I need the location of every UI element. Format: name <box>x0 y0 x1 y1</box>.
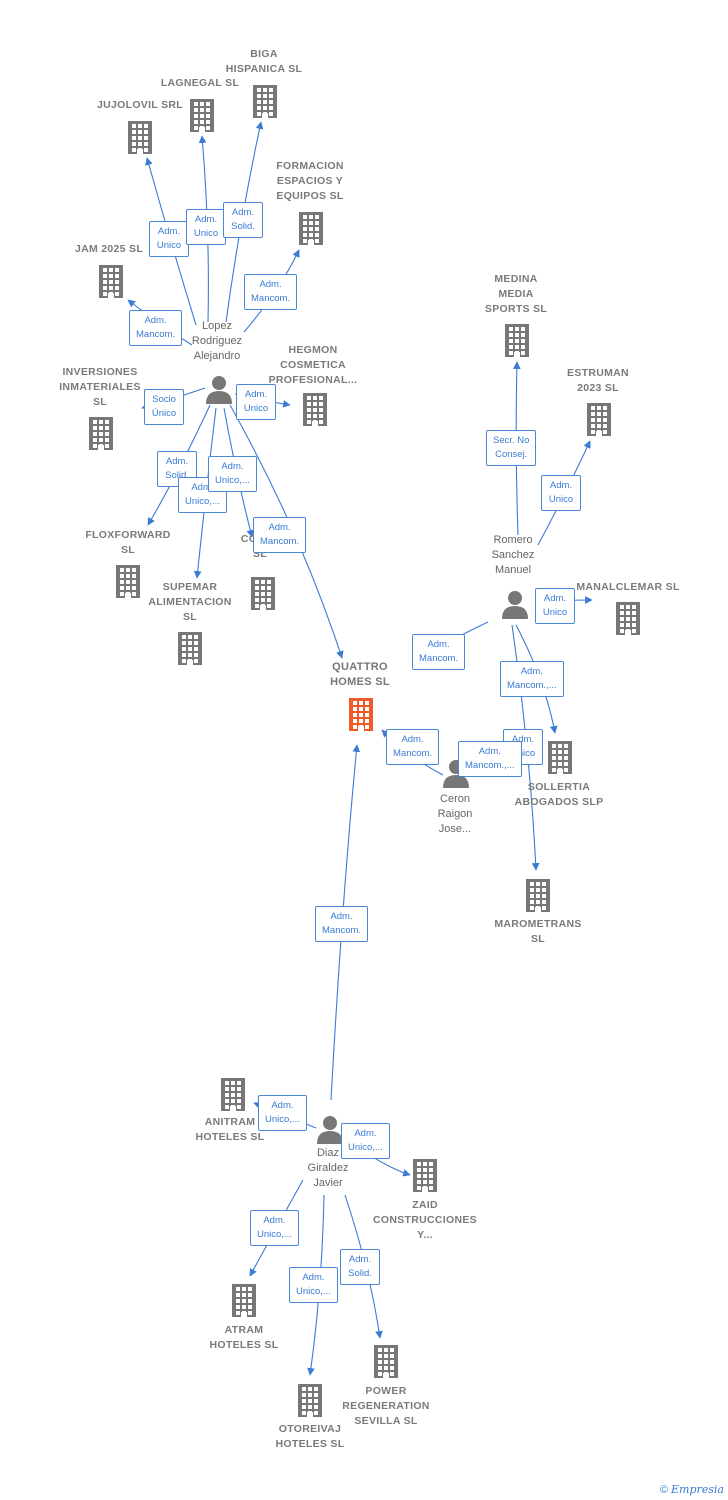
company-jujolovil[interactable]: JUJOLOVIL SRL <box>97 99 183 154</box>
copyright-symbol: © <box>659 1484 668 1496</box>
company-label: SUPEMAR ALIMENTACION SL <box>148 581 232 623</box>
building-icon <box>523 878 553 912</box>
company-label: FLOXFORWARD SL <box>85 529 171 556</box>
building-icon <box>125 120 155 154</box>
role-badge[interactable]: Adm. Unico <box>186 209 226 245</box>
role-badge[interactable]: Adm. Mancom. <box>386 729 440 765</box>
person-romero[interactable]: Romero Sanchez Manuel <box>492 534 534 619</box>
role-badge[interactable]: Adm. Solid. <box>223 202 263 238</box>
building-icon <box>113 564 143 598</box>
role-badge[interactable]: Adm. Mancom. <box>315 906 369 942</box>
building-icon <box>410 1158 440 1192</box>
role-badge[interactable]: Adm. Unico,... <box>258 1095 307 1131</box>
company-marometrans[interactable]: MAROMETRANS SL <box>494 878 581 945</box>
building-icon <box>613 601 643 635</box>
building-icon <box>187 98 217 132</box>
company-zaid[interactable]: ZAID CONSTRUCCIONES Y... <box>373 1158 477 1241</box>
company-anitram[interactable]: ANITRAM HOTELES SL <box>196 1077 264 1143</box>
person-icon <box>500 589 530 619</box>
role-badge[interactable]: Adm. Mancom.,... <box>458 741 522 777</box>
company-biga[interactable]: BIGA HISPANICA SL <box>226 48 302 118</box>
company-label: HEGMON COSMETICA PROFESIONAL... <box>268 344 358 386</box>
role-badge[interactable]: Adm. Mancom.,... <box>500 661 564 697</box>
company-label: BIGA HISPANICA SL <box>225 48 303 75</box>
brand-name: Empresia <box>671 1483 724 1496</box>
company-label: MAROMETRANS SL <box>494 918 582 945</box>
company-label: JUJOLOVIL SRL <box>97 99 183 111</box>
company-sollertia[interactable]: SOLLERTIA ABOGADOS SLP <box>515 740 603 808</box>
person-icon <box>315 1114 345 1144</box>
role-badge[interactable]: Adm. Unico <box>541 475 581 511</box>
company-supemar[interactable]: SUPEMAR ALIMENTACION SL <box>148 581 231 665</box>
company-label: JAM 2025 SL <box>74 243 144 255</box>
company-label: MANALCLEMAR SL <box>576 581 680 593</box>
building-icon <box>295 1383 325 1417</box>
building-icon <box>545 740 575 774</box>
company-hegmon[interactable]: HEGMON COSMETICA PROFESIONAL... <box>269 344 357 426</box>
role-badge[interactable]: Adm. Unico <box>149 221 189 257</box>
company-power[interactable]: POWER REGENERATION SEVILLA SL <box>342 1344 429 1427</box>
company-label: ZAID CONSTRUCCIONES Y... <box>373 1199 477 1241</box>
building-icon <box>502 323 532 357</box>
person-icon <box>204 374 234 404</box>
company-const[interactable]: CONST SL <box>241 533 279 610</box>
building-icon <box>218 1077 248 1111</box>
building-icon <box>371 1344 401 1378</box>
person-lopez[interactable]: Lopez Rodriguez Alejandro <box>192 320 242 404</box>
company-formacion[interactable]: FORMACION ESPACIOS Y EQUIPOS SL <box>276 160 343 245</box>
role-badge[interactable]: Adm. Mancom. <box>412 634 466 670</box>
role-badge[interactable]: Adm. Solid. <box>340 1249 380 1285</box>
company-floxforward[interactable]: FLOXFORWARD SL <box>85 529 170 598</box>
role-badge[interactable]: Adm. Mancom. <box>129 310 183 346</box>
role-badge[interactable]: Adm. Unico,... <box>250 1210 299 1246</box>
role-badge[interactable]: Adm. Mancom. <box>244 274 298 310</box>
company-label: INVERSIONES INMATERIALES SL <box>59 366 141 408</box>
company-medina[interactable]: MEDINA MEDIA SPORTS SL <box>485 273 547 357</box>
building-icon <box>96 264 126 298</box>
building-icon <box>584 402 614 436</box>
building-icon <box>175 631 205 665</box>
role-badge[interactable]: Adm. Mancom. <box>253 517 307 553</box>
role-badge[interactable]: Adm. Unico,... <box>208 456 257 492</box>
company-atram[interactable]: ATRAM HOTELES SL <box>210 1283 278 1351</box>
footer-brand: © Empresia <box>660 1483 724 1496</box>
company-label: MEDINA MEDIA SPORTS SL <box>484 273 548 315</box>
person-ceron[interactable]: Ceron Raigon Jose... <box>438 758 472 835</box>
building-icon <box>248 576 278 610</box>
company-label: SOLLERTIA ABOGADOS SLP <box>514 781 604 808</box>
company-manalclemar[interactable]: MANALCLEMAR SL <box>576 581 679 635</box>
role-badge[interactable]: Secr. No Consej. <box>486 430 537 466</box>
building-icon <box>250 84 280 118</box>
company-label: ESTRUMAN 2023 SL <box>567 367 629 394</box>
company-label: OTOREIVAJ HOTELES SL <box>275 1423 345 1450</box>
role-badge[interactable]: Adm. Unico,... <box>341 1123 390 1159</box>
role-badge[interactable]: Adm. Unico <box>535 588 575 624</box>
role-badge[interactable]: Adm. Solid. <box>157 451 197 487</box>
company-label: LAGNEGAL SL <box>160 77 240 89</box>
person-label: Diaz Giraldez Javier <box>307 1147 349 1189</box>
person-label: Ceron Raigon Jose... <box>437 793 473 835</box>
role-badge[interactable]: Adm. Unico <box>236 384 276 420</box>
company-estruman[interactable]: ESTRUMAN 2023 SL <box>567 367 629 436</box>
person-label: Lopez Rodriguez Alejandro <box>191 320 243 362</box>
company-lagnegal[interactable]: LAGNEGAL SL <box>161 77 239 132</box>
company-label: ATRAM HOTELES SL <box>209 1324 279 1351</box>
building-icon <box>296 211 326 245</box>
company-jam2025[interactable]: JAM 2025 SL <box>75 243 143 298</box>
role-badge[interactable]: Socio Único <box>144 389 184 425</box>
person-label: Romero Sanchez Manuel <box>491 534 535 576</box>
company-inversiones[interactable]: INVERSIONES INMATERIALES SL <box>59 366 140 450</box>
role-badge[interactable]: Adm. Unico,... <box>289 1267 338 1303</box>
building-icon <box>229 1283 259 1317</box>
person-diaz[interactable]: Diaz Giraldez Javier <box>308 1114 348 1189</box>
company-label: QUATTRO HOMES SL <box>330 661 390 688</box>
building-icon <box>300 392 330 426</box>
company-otoreivaj[interactable]: OTOREIVAJ HOTELES SL <box>276 1383 344 1450</box>
building-icon-highlighted <box>346 697 376 731</box>
company-quattro-main[interactable]: QUATTRO HOMES SL <box>330 661 390 731</box>
company-label: POWER REGENERATION SEVILLA SL <box>342 1385 430 1427</box>
company-label: ANITRAM HOTELES SL <box>195 1116 265 1143</box>
building-icon <box>86 416 116 450</box>
company-label: FORMACION ESPACIOS Y EQUIPOS SL <box>276 160 344 202</box>
